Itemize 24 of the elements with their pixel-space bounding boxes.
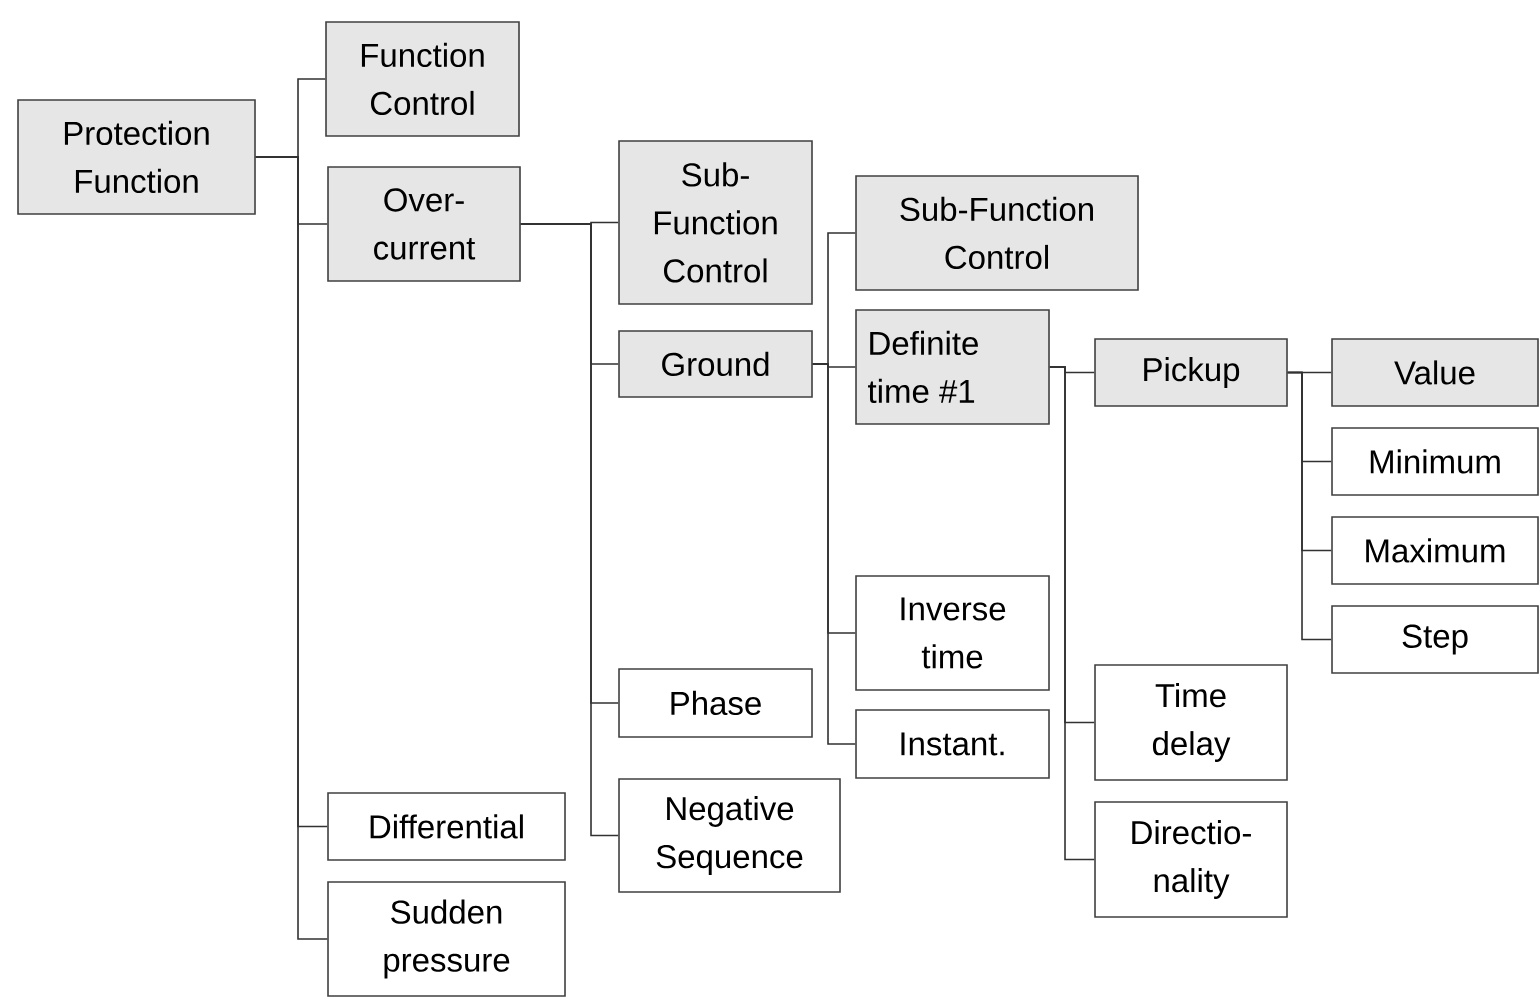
- box: Function Control: [325, 21, 520, 137]
- connector-line: [812, 363, 856, 745]
- connector-line: [1287, 371, 1332, 641]
- box: Over- current: [327, 166, 521, 282]
- box: Differential: [327, 792, 566, 861]
- box: Sudden pressure: [327, 881, 566, 997]
- connector-line: [1049, 366, 1095, 861]
- box: Protection Function: [17, 99, 256, 215]
- box: Value: [1331, 338, 1539, 407]
- box: Sub-Function Control: [855, 175, 1139, 291]
- connector-line: [520, 223, 619, 837]
- box: Phase: [618, 668, 813, 738]
- box: Negative Sequence: [618, 778, 841, 893]
- box: Pickup: [1094, 338, 1288, 407]
- box: Instant.: [855, 709, 1050, 779]
- box: Definite time #1: [855, 309, 1050, 425]
- box: Inverse time: [855, 575, 1050, 691]
- box: Time delay: [1094, 664, 1288, 781]
- box: Step: [1331, 605, 1539, 674]
- box: Ground: [618, 330, 813, 398]
- box: Maximum: [1331, 516, 1539, 585]
- box: Directio- nality: [1094, 801, 1288, 918]
- box: Minimum: [1331, 427, 1539, 496]
- box: Sub- Function Control: [618, 140, 813, 305]
